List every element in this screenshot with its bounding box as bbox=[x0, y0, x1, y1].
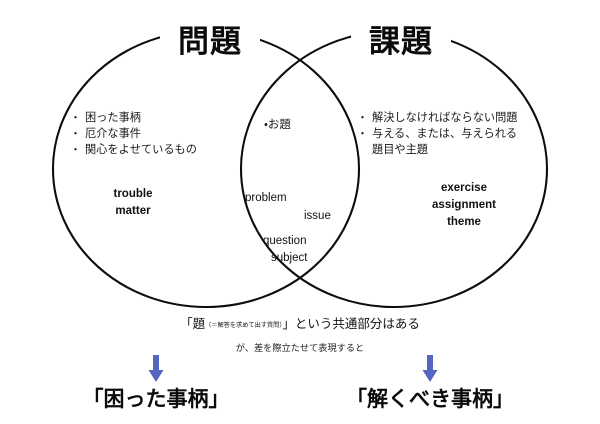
intersection-keyword-problem: problem bbox=[245, 192, 287, 204]
list-item: ・ 厄介な事件 bbox=[70, 126, 197, 142]
right-set-keywords: exercise assignment theme bbox=[404, 180, 524, 231]
list-item: ・ 解決しなければならない問題 bbox=[357, 110, 517, 126]
left-set-bullet-list: ・ 困った事柄 ・ 厄介な事件 ・ 関心をよせているもの bbox=[70, 110, 197, 158]
keyword: exercise bbox=[440, 182, 488, 194]
keyword: theme bbox=[447, 216, 481, 228]
list-item-line1: 与える、または、与えられる bbox=[372, 128, 518, 140]
keyword: assignment bbox=[432, 199, 496, 211]
caption-suffix: 」という共通部分はある bbox=[282, 317, 420, 331]
right-down-arrow-icon bbox=[422, 355, 438, 382]
bullet-dot-icon: ・ bbox=[70, 144, 81, 156]
conclusion-left: 「困った事柄」 bbox=[82, 387, 230, 411]
left-set-circle bbox=[51, 29, 361, 309]
caption-prefix: 「題 bbox=[180, 317, 206, 331]
intersection-keyword-issue: issue bbox=[304, 210, 331, 222]
keyword: matter bbox=[115, 205, 151, 217]
list-item-label: 解決しなければならない問題 bbox=[372, 112, 518, 124]
bullet-dot-icon: ・ bbox=[357, 128, 368, 140]
list-item-label: 関心をよせているもの bbox=[85, 144, 197, 156]
list-item-label: 与える、または、与えられる 題目や主題 bbox=[372, 126, 517, 158]
left-down-arrow-icon bbox=[148, 355, 164, 382]
bullet-dot-icon: ・ bbox=[357, 112, 368, 124]
right-set-bullet-list: ・ 解決しなければならない問題 ・ 与える、または、与えられる 題目や主題 bbox=[357, 110, 517, 158]
bullet-dot-icon: ・ bbox=[70, 128, 81, 140]
left-set-keywords: trouble matter bbox=[78, 186, 188, 220]
caption-line-2: が、差を際立たせて表現すると bbox=[235, 343, 365, 353]
caption-line-1: 「題（＝解答を求めて出す質問）」という共通部分はある bbox=[0, 316, 600, 334]
bullet-dot-icon: ・ bbox=[70, 112, 81, 124]
intersection-keyword-subject: subject bbox=[271, 252, 308, 264]
right-set-title: 課題 bbox=[351, 26, 451, 57]
caption-annotation: （＝解答を求めて出す質問） bbox=[205, 322, 283, 329]
list-item: ・ 困った事柄 bbox=[70, 110, 197, 126]
list-item: ・ 与える、または、与えられる 題目や主題 bbox=[357, 126, 517, 158]
keyword: trouble bbox=[113, 188, 153, 200]
list-item-label: 困った事柄 bbox=[85, 112, 141, 124]
list-item: ・ 関心をよせているもの bbox=[70, 142, 197, 158]
left-set-title: 問題 bbox=[160, 26, 260, 57]
conclusion-right: 「解くべき事柄」 bbox=[346, 387, 514, 411]
list-item-label: 厄介な事件 bbox=[85, 128, 141, 140]
intersection-top-item: ・お題 bbox=[264, 119, 291, 131]
intersection-keyword-question: question bbox=[263, 235, 307, 247]
list-item-line2: 題目や主題 bbox=[372, 144, 428, 156]
